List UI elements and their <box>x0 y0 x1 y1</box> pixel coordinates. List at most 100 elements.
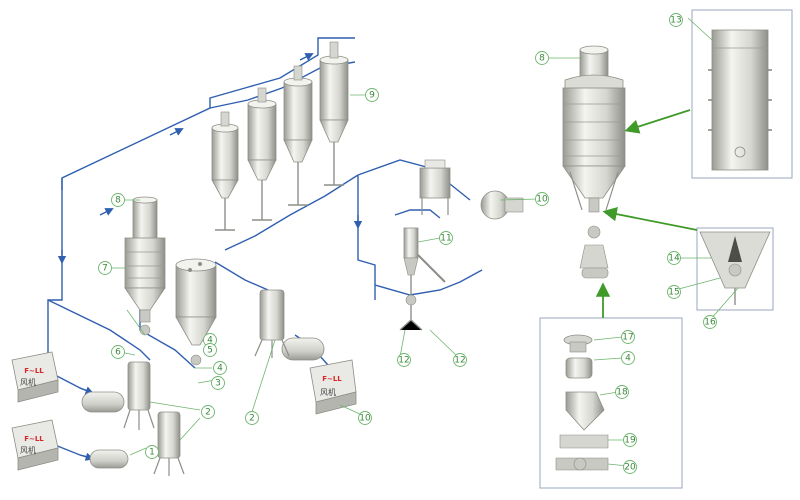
callout-tag-number: 11 <box>440 234 451 244</box>
callout-tag-circle <box>669 13 683 27</box>
callout-tag-number: 4 <box>625 354 631 364</box>
callout-tag: 15 <box>667 285 681 299</box>
callout-tag-circle <box>203 343 217 357</box>
callout-tag: 13 <box>669 13 683 27</box>
silo-row-2 <box>247 87 277 221</box>
callout-tag-circle <box>453 353 467 367</box>
callout-tag-circle <box>535 51 549 65</box>
detail-frame-shell <box>691 9 793 179</box>
blower-left-top: F~LL 风机 <box>11 351 59 403</box>
callout-tag-number: 8 <box>539 54 545 64</box>
callout-tag-number: 5 <box>207 346 213 356</box>
callout-tag-circle <box>667 251 681 265</box>
main-silo-detail <box>562 45 626 279</box>
callout-tag: 10 <box>535 192 549 206</box>
silo-row <box>211 41 349 231</box>
silo-row-1 <box>211 111 239 231</box>
callout-tag-number: 12 <box>398 356 409 366</box>
blower-logo-3: F~LL <box>322 375 342 383</box>
dust-filter <box>419 159 451 215</box>
callout-tag-circle <box>145 445 159 459</box>
callout-tag-circle <box>111 345 125 359</box>
right-riser <box>357 175 376 300</box>
callout-tag: 8 <box>111 193 125 207</box>
callout-tag: 10 <box>358 411 372 425</box>
exhaust-fan <box>480 190 524 220</box>
callout-tag: 17 <box>621 330 635 344</box>
callout-tag-number: 20 <box>624 463 636 473</box>
callout-tag: 12 <box>453 353 467 367</box>
callout-tag-number: 6 <box>115 348 121 358</box>
mid-pipe <box>214 261 269 291</box>
callout-tag-circle <box>358 411 372 425</box>
silo-row-4 <box>319 41 349 186</box>
callout-tag: 12 <box>397 353 411 367</box>
callout-tag-number: 14 <box>668 254 680 264</box>
callout-tag-number: 13 <box>670 16 681 26</box>
callout-tag-circle <box>245 411 259 425</box>
callout-tag-number: 15 <box>668 288 679 298</box>
callout-tag-number: 10 <box>359 414 371 424</box>
detail-arrows <box>595 109 698 318</box>
callout-tag-number: 9 <box>369 91 375 101</box>
callout-tag: 3 <box>211 376 225 390</box>
silo-outlet-line <box>224 174 359 251</box>
flow-arrow-7 <box>79 452 95 461</box>
blower-logo-2: F~LL <box>24 435 44 443</box>
callout-tag-circle <box>98 261 112 275</box>
callout-tag-circle <box>667 285 681 299</box>
arrow-to-cone-detail <box>602 207 698 231</box>
flow-arrow-3 <box>299 53 314 61</box>
callout-tag-circle <box>703 315 717 329</box>
callout-tag-circle <box>213 361 227 375</box>
callout-tag: 19 <box>623 433 637 447</box>
callout-tag-number: 8 <box>115 196 121 206</box>
main-pipe-top <box>61 37 355 190</box>
flow-arrow-1 <box>99 208 114 216</box>
callout-tag: 14 <box>667 251 681 265</box>
callout-tag-circle <box>535 192 549 206</box>
filter-return <box>394 209 441 219</box>
blower-label-1: 风机 <box>20 377 36 387</box>
blower-logo-1: F~LL <box>24 367 44 375</box>
callout-tag: 4 <box>621 351 635 365</box>
callout-tag-number: 18 <box>616 388 628 398</box>
callout-tag-circle <box>439 231 453 245</box>
callout-tag-circle <box>397 353 411 367</box>
silo-left <box>124 196 166 336</box>
callout-tag-number: 12 <box>454 356 465 366</box>
callout-tag: 7 <box>98 261 112 275</box>
callout-tag: 9 <box>365 88 379 102</box>
callout-tag-circle <box>621 330 635 344</box>
callout-tag: 2 <box>245 411 259 425</box>
callout-tag: 16 <box>703 315 717 329</box>
air-tank-2 <box>89 449 129 469</box>
callout-tag-circle <box>111 193 125 207</box>
callout-tag: 1 <box>145 445 159 459</box>
silo-row-3 <box>283 65 313 206</box>
callout-tag: 18 <box>615 385 629 399</box>
callout-tag-circle <box>211 376 225 390</box>
to-filter-line <box>357 159 471 201</box>
callout-tag-number: 4 <box>217 364 223 374</box>
blower-label-3: 风机 <box>320 387 336 397</box>
callout-tag: 20 <box>623 460 637 474</box>
left-branch-1 <box>47 299 151 361</box>
pressure-vessel-2 <box>153 411 185 476</box>
callout-tag: 2 <box>201 405 215 419</box>
callout-tag-number: 1 <box>149 448 155 458</box>
blower-left-bottom: F~LL 风机 <box>11 419 59 471</box>
callout-tag-circle <box>615 385 629 399</box>
flow-arrow-6 <box>79 386 94 395</box>
callout-tag-number: 10 <box>536 195 548 205</box>
callout-tag-circle <box>621 351 635 365</box>
callout-tag-number: 7 <box>102 264 108 274</box>
callout-tag-circle <box>623 433 637 447</box>
callout-tag-circle <box>365 88 379 102</box>
pressure-vessel-1 <box>123 361 155 430</box>
callout-tag: 8 <box>535 51 549 65</box>
callout-tag-number: 19 <box>624 436 636 446</box>
pressure-vessel-3 <box>254 289 290 358</box>
